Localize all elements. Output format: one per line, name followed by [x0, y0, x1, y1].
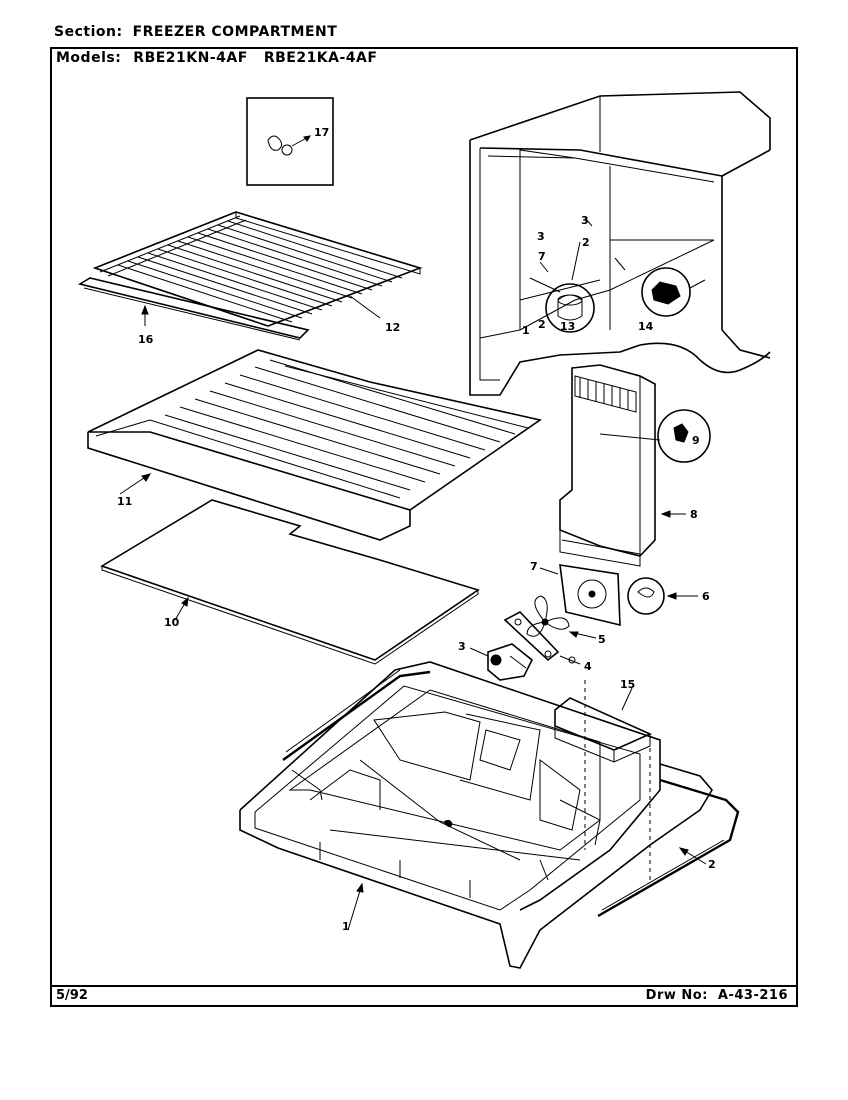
part-1-floor-pan — [239, 661, 713, 969]
drawing-number-value: A-43-216 — [717, 988, 788, 1003]
cabinet-label-a: 3 — [537, 230, 545, 243]
callout-2: 2 — [708, 858, 716, 871]
callout-9: 9 — [692, 434, 700, 447]
part-12-wire-shelf — [92, 211, 423, 327]
callout-6: 6 — [702, 590, 710, 603]
callout-11: 11 — [117, 495, 132, 508]
part-4-motor-bracket — [503, 611, 581, 665]
part-5-fan-blade — [526, 595, 597, 639]
part-16-shelf-trim — [77, 277, 310, 341]
callout-13: 13 — [560, 320, 575, 333]
model-number-1: RBE21KN-4AF — [133, 50, 248, 66]
cabinet-label-f: 2 — [538, 318, 546, 331]
section-label: Section: — [54, 24, 123, 40]
drawing-number: Drw No: A-43-216 — [646, 988, 788, 1003]
cabinet-label-b: 3 — [581, 214, 589, 227]
callout-16: 16 — [138, 333, 154, 346]
part-8-air-duct — [559, 364, 686, 567]
diagram-frame — [50, 47, 798, 1007]
callout-3: 3 — [458, 640, 466, 653]
callout-1: 1 — [342, 920, 350, 933]
callout-7: 7 — [530, 560, 538, 573]
part-15-filler-block — [554, 687, 652, 763]
cabinet-label-d: 2 — [582, 236, 590, 249]
callout-8: 8 — [690, 508, 698, 521]
part-13-grommet — [545, 283, 595, 333]
part-11-evaporator-shelf — [87, 349, 542, 541]
part-6-grommet — [627, 577, 698, 615]
drawing-number-label: Drw No: — [645, 988, 708, 1003]
model-number-2: RBE21KA-4AF — [263, 50, 378, 66]
callout-15: 15 — [620, 678, 635, 691]
freezer-cabinet — [469, 91, 771, 396]
footer-divider — [50, 985, 798, 987]
section-value: FREEZER COMPARTMENT — [132, 24, 338, 40]
part-2-trim — [282, 669, 740, 918]
callout-14: 14 — [638, 320, 654, 333]
callout-4: 4 — [584, 660, 592, 673]
part-10-plate — [100, 499, 480, 665]
callout-5: 5 — [598, 633, 606, 646]
part-9-screw — [657, 409, 711, 463]
models-label: Models: — [56, 50, 122, 66]
part-17-inset — [246, 97, 334, 186]
part-3-fan-motor — [469, 643, 534, 681]
cabinet-label-c: 7 — [538, 250, 546, 263]
models-heading: Models: RBE21KN-4AF RBE21KA-4AF — [56, 50, 393, 66]
section-heading: Section: FREEZER COMPARTMENT — [54, 24, 337, 40]
callout-17: 17 — [314, 126, 329, 139]
callout-10: 10 — [164, 616, 180, 629]
revision-date: 5/92 — [56, 988, 88, 1003]
part-7-fan-bracket — [539, 564, 621, 627]
part-14-bracket — [641, 267, 706, 317]
callout-12: 12 — [385, 321, 400, 334]
cabinet-label-e: 1 — [522, 324, 530, 337]
